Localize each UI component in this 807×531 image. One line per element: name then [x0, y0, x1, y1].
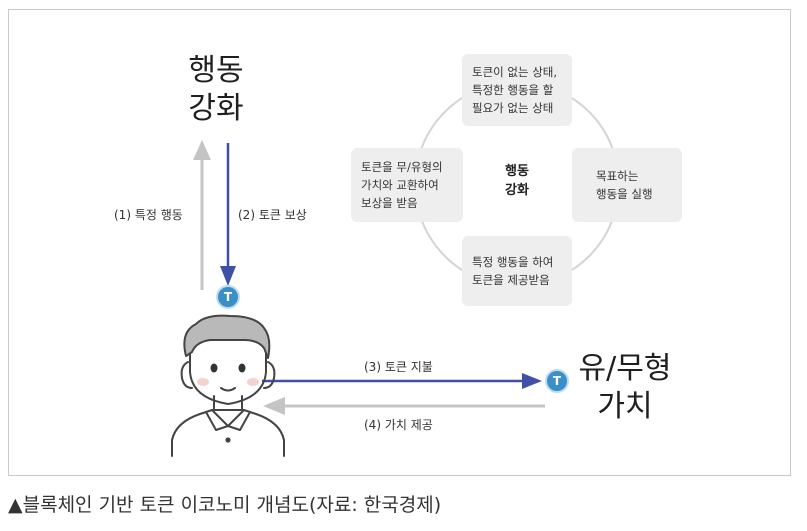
cycle-box-receive-token-text: 특정 행동을 하여 토큰을 제공받음 [472, 255, 554, 287]
diagram-frame [8, 9, 791, 476]
arrow-value-provision-head [263, 397, 285, 415]
person-eye-right [238, 363, 246, 373]
person-cheek-right [247, 378, 259, 386]
cycle-box-exchange-value-text: 토큰을 무/유형의 가치와 교환하여 보상을 받음 [361, 160, 443, 210]
person-hair [183, 314, 271, 359]
person-illustration [171, 345, 285, 457]
cycle-center-label: 행동 강화 [505, 164, 529, 198]
cycle-box-receive-token: 특정 행동을 하여 토큰을 제공받음 [462, 236, 572, 306]
label-value-provision: (4) 가치 제공 [364, 418, 433, 432]
figure-caption: ▲블록체인 기반 토큰 이코노미 개념도(자료: 한국경제) [8, 494, 442, 516]
title-tangible-intangible-value: 유/무형 가치 [578, 351, 672, 424]
cycle-box-no-token-text: 토큰이 없는 상태, 특정한 행동을 할 필요가 없는 상태 [472, 65, 558, 115]
person-mouth [220, 387, 236, 392]
person-eye-left [210, 363, 218, 373]
arrow-token-payment-head [522, 373, 542, 389]
cycle-box-no-token: 토큰이 없는 상태, 특정한 행동을 할 필요가 없는 상태 [462, 54, 572, 126]
cycle-box-perform-action-text: 목표하는 행동을 실행 [596, 169, 653, 201]
token-icon-reward: T [216, 285, 240, 309]
cycle-box-perform-action: 목표하는 행동을 실행 [572, 148, 682, 222]
arrow-token-reward-head [220, 266, 236, 286]
label-token-payment: (3) 토큰 지불 [364, 360, 433, 374]
token-icon-payment: T [545, 369, 569, 393]
label-specific-action: (1) 특정 행동 [114, 208, 183, 222]
title-behavior-reinforcement: 행동 강화 [188, 53, 244, 126]
label-token-reward: (2) 토큰 보상 [238, 208, 307, 222]
person-cheek-left [197, 378, 209, 386]
arrow-specific-action-head [193, 140, 211, 160]
cycle-box-exchange-value: 토큰을 무/유형의 가치와 교환하여 보상을 받음 [351, 148, 463, 222]
